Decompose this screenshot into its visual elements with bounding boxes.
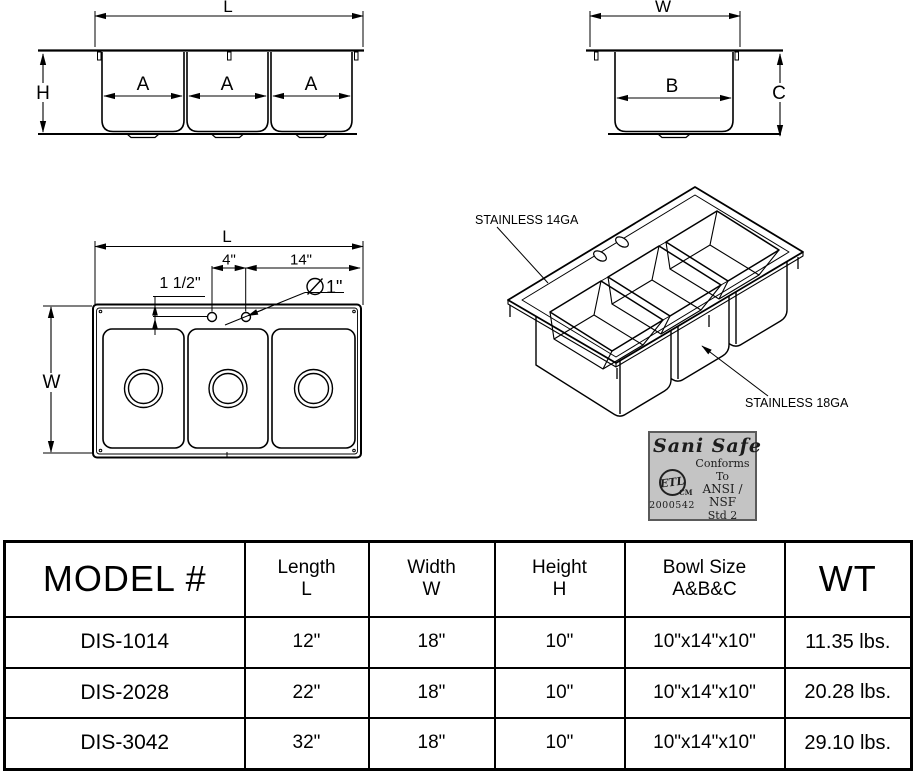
front-view-mounting-clips (97, 51, 359, 61)
side-width-dim-label: W (655, 0, 671, 16)
width-cell: 18" (367, 666, 496, 719)
side-view-drain-fitting (657, 133, 691, 139)
stamp-brand: Sani Safe (653, 435, 762, 457)
bowl-size-cell: 10"x14"x10" (623, 666, 786, 719)
sani-safe-stamp: Sani Safe ETL CM 2000542 Conforms To ANS… (648, 431, 762, 522)
bowl-size-cell: 10"x14"x10" (623, 716, 786, 771)
width-cell: 18" (367, 716, 496, 771)
bowl-material-label: STAINLESS 18GA (745, 396, 849, 410)
hole-to-edge-dim-label: 14" (290, 252, 312, 269)
weight-cell: 11.35 lbs. (783, 615, 913, 669)
table-row: DIS-2028 22" 18" 10" 10"x14"x10" 20.28 l… (3, 666, 913, 719)
rim-material-label: STAINLESS 14GA (475, 213, 579, 227)
model-cell: DIS-1014 (3, 615, 246, 669)
diameter-symbol-icon (306, 277, 324, 296)
stamp-certificate-number: 2000542 (649, 499, 695, 511)
front-height-dim-label: H (36, 83, 50, 104)
stamp-conforms-line1: Conforms To (695, 457, 750, 483)
height-cell: 10" (493, 666, 626, 719)
weight-cell: 20.28 lbs. (783, 666, 913, 719)
top-view-linework (43, 241, 364, 459)
iso-callout-leaders (496, 226, 769, 397)
height-cell: 10" (493, 716, 626, 771)
side-depth-dim-label: C (772, 83, 786, 104)
side-view-drawing: W B C (586, 0, 790, 139)
bowl-size-cell: 10"x14"x10" (623, 615, 786, 669)
length-cell: 32" (243, 716, 370, 771)
model-cell: DIS-2028 (3, 666, 246, 719)
top-view-drawing: L W 4" 14" 1 1/2" 1" (40, 230, 364, 459)
isometric-view-drawing: STAINLESS 14GA STAINLESS 18GA (475, 186, 849, 417)
model-cell: DIS-3042 (3, 716, 246, 771)
front-length-dim-label: L (223, 0, 232, 16)
height-cell: 10" (493, 615, 626, 669)
table-row: DIS-1014 12" 18" 10" 10"x14"x10" 11.35 l… (3, 615, 913, 669)
faucet-spacing-dim-label: 4" (222, 252, 236, 269)
length-cell: 12" (243, 615, 370, 669)
table-row: DIS-3042 32" 18" 10" 10"x14"x10" 29.10 l… (3, 716, 913, 771)
label-mask (40, 373, 63, 392)
etl-cm-text: CM (679, 487, 693, 497)
hole-offset-dim-label: 1 1/2" (159, 275, 200, 292)
width-cell: 18" (367, 615, 496, 669)
col-header-weight: WT (783, 540, 913, 618)
hole-diameter-label: 1" (326, 277, 342, 297)
iso-mounting-clips (509, 257, 799, 379)
side-bowl-dim-label: B (666, 76, 679, 97)
iso-bowl-interiors (549, 210, 780, 370)
col-header-model: MODEL # (3, 540, 246, 618)
stamp-conforms-line2: ANSI / NSF (702, 482, 743, 509)
front-view-linework (38, 11, 364, 139)
iso-faucet-holes (593, 236, 629, 262)
label-mask (769, 83, 790, 102)
front-view-drain-fittings (126, 133, 328, 139)
front-bowl1-dim-label: A (137, 74, 150, 95)
etl-mark-icon: ETL CM (658, 468, 693, 497)
top-length-dim-label: L (222, 230, 231, 246)
front-bowl2-dim-label: A (221, 74, 234, 95)
label-mask (33, 83, 53, 102)
top-view-corner-marks (98, 309, 356, 458)
top-view-drains (123, 368, 334, 409)
stamp-conforms-line3: Std 2 (707, 509, 738, 522)
side-view-mounting-clips (594, 51, 739, 61)
front-view-drawing: L H A A A (33, 0, 364, 139)
weight-cell: 29.10 lbs. (783, 716, 913, 771)
iso-rim (507, 186, 804, 368)
length-cell: 22" (243, 666, 370, 719)
top-width-dim-label: W (43, 372, 61, 393)
side-view-linework (586, 11, 784, 139)
front-bowl3-dim-label: A (305, 74, 318, 95)
